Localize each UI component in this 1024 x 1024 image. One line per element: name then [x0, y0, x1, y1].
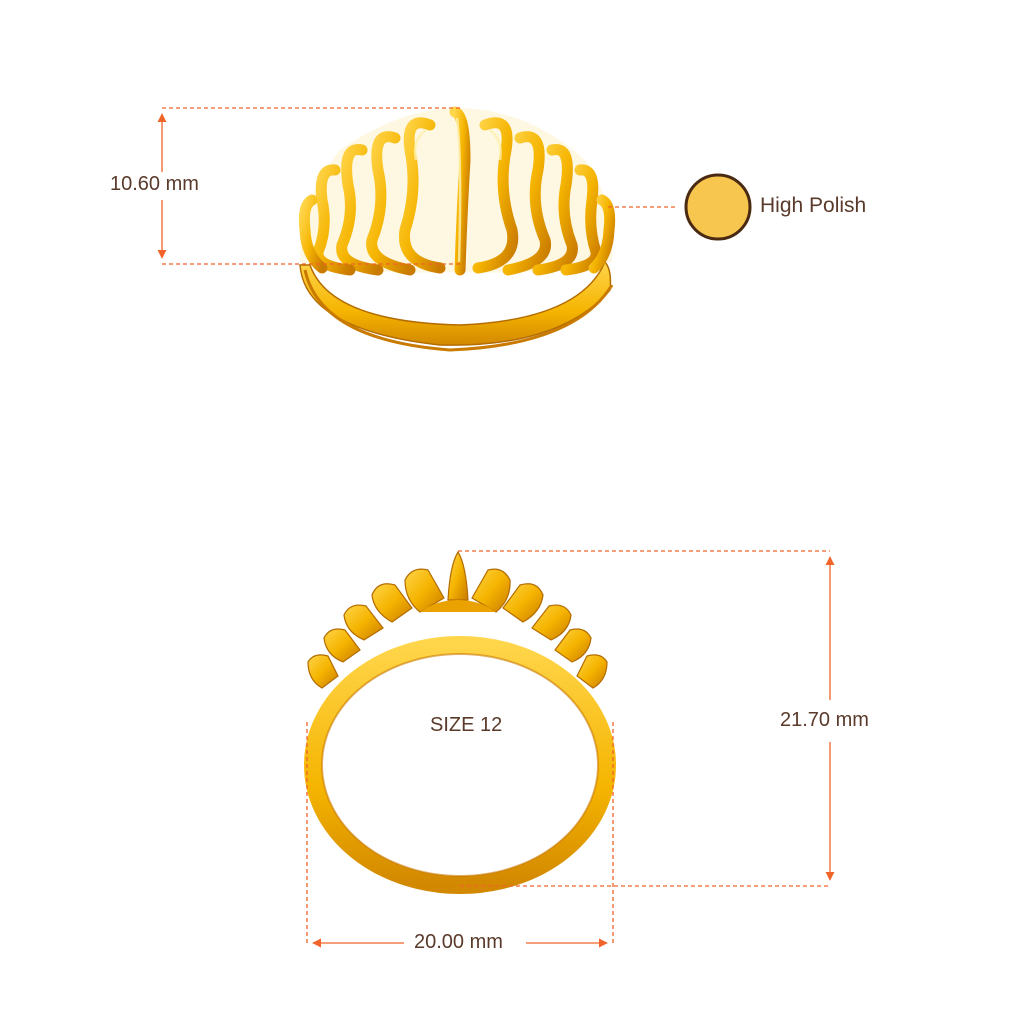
inner-width-dimension-label: 20.00 mm — [414, 931, 503, 953]
finish-label: High Polish — [760, 194, 867, 217]
inner-width-dimension-line — [306, 722, 614, 948]
front-view-ring — [304, 550, 616, 894]
height-dimension-line — [157, 107, 462, 265]
height-dimension-label: 10.60 mm — [110, 173, 199, 195]
top-view-ring — [298, 106, 616, 352]
outer-height-dimension-label: 21.70 mm — [780, 709, 869, 731]
ring-size-label: SIZE 12 — [430, 714, 503, 736]
finish-swatch — [684, 173, 752, 241]
outer-height-dimension-line — [458, 550, 835, 887]
